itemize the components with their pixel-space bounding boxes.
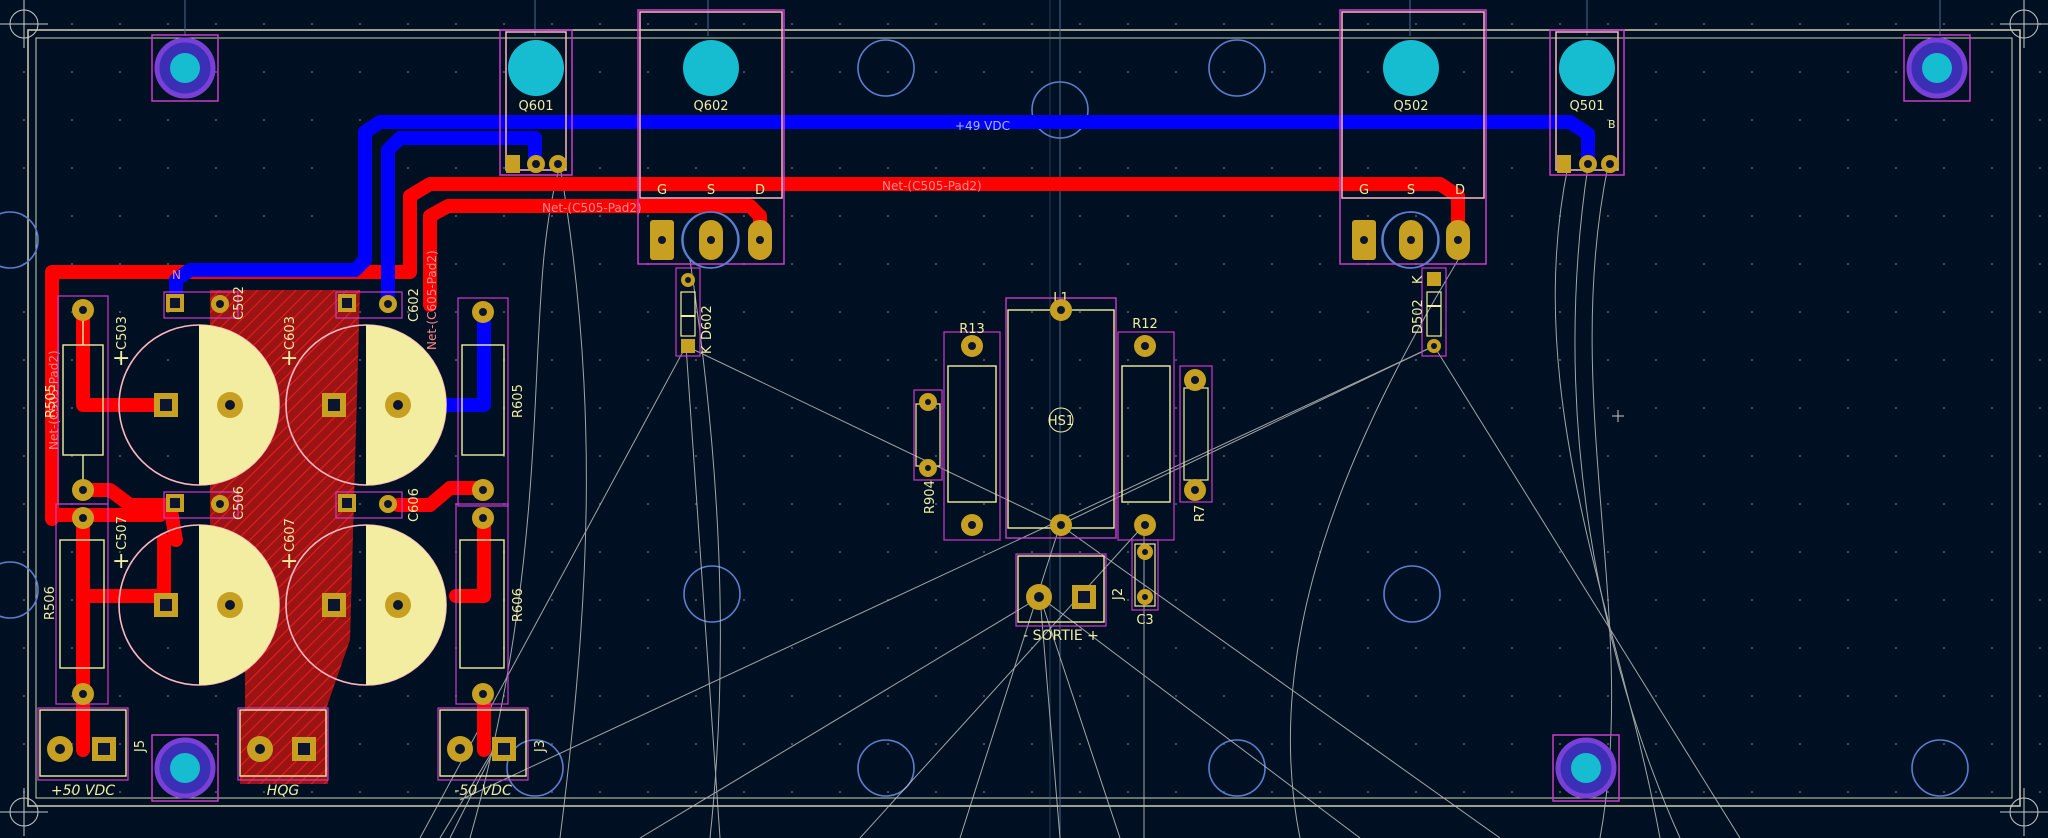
- capacitor-c602[interactable]: + C602 C603: [280, 288, 447, 486]
- hqg-label: HQG: [267, 783, 300, 799]
- via-ring-q502: [682, 211, 1440, 269]
- q502-pin-s: S: [1407, 183, 1415, 198]
- c3-ref: C3: [1136, 613, 1153, 628]
- j2-label: - SORTIE +: [1023, 628, 1099, 644]
- svg-text:+: +: [280, 346, 298, 371]
- c503-ref: C503: [115, 316, 130, 350]
- mounting-holes: [151, 34, 1971, 802]
- transistor-q602[interactable]: Q602 G S D: [637, 9, 785, 265]
- r12-ref: R12: [1132, 317, 1158, 332]
- q602-pin-s: S: [707, 183, 715, 198]
- c607-ref: C607: [283, 518, 298, 552]
- svg-text:+: +: [112, 346, 130, 371]
- hs1-ref: HS1: [1048, 414, 1074, 429]
- net-label-49vdc: +49 VDC: [955, 119, 1010, 133]
- resistor-r13[interactable]: R13: [943, 322, 1001, 541]
- d502-ref: D502: [1411, 299, 1426, 334]
- r904-ref: R904: [923, 480, 938, 514]
- resistor-r605[interactable]: R605: [457, 297, 526, 507]
- guide-lines: [184, 0, 1941, 838]
- q502-ref: Q502: [1393, 99, 1428, 114]
- connector-j3[interactable]: J3 -50 VDC: [437, 707, 548, 799]
- q602-pin-g: G: [657, 183, 667, 198]
- mounting-hole-bottom-right: [1552, 734, 1620, 802]
- capacitor-c606[interactable]: + C606 C607: [280, 488, 447, 686]
- r506-ref: R506: [43, 586, 58, 620]
- mounting-hole-top-right: [1903, 34, 1971, 102]
- q501-ref: Q501: [1569, 99, 1604, 114]
- resistor-r904[interactable]: R904: [913, 389, 943, 514]
- j5-label: +50 VDC: [51, 783, 115, 799]
- q601-ref: Q601: [518, 99, 553, 114]
- c506-ref: C506: [232, 486, 247, 520]
- r13-ref: R13: [959, 322, 985, 337]
- c603-ref: C603: [283, 316, 298, 350]
- q501-pin-b: B: [1608, 118, 1616, 131]
- c602-ref: C602: [407, 288, 422, 322]
- net-label-tiny: N: [172, 268, 181, 282]
- net-label-c505-top: Net-(C505-Pad2): [882, 179, 982, 193]
- connector-j5[interactable]: J5 +50 VDC: [37, 707, 148, 799]
- heatsink-hs1[interactable]: HS1 L1: [1005, 291, 1117, 539]
- net-label-c605-top: Net-(C505-Pad2): [542, 201, 642, 215]
- mounting-hole-bottom-left: [151, 734, 219, 802]
- d602-pin-k: K: [700, 345, 715, 354]
- c507-ref: C507: [115, 516, 130, 550]
- d502-pin-k: K: [1411, 275, 1426, 284]
- r505-ref: R505: [44, 384, 59, 418]
- transistor-q501[interactable]: Q501 B: [1549, 29, 1625, 176]
- resistor-r7[interactable]: R7: [1179, 365, 1213, 522]
- diode-d502[interactable]: D502 K: [1411, 267, 1447, 357]
- r605-ref: R605: [511, 384, 526, 418]
- svg-text:+: +: [112, 549, 130, 574]
- capacitor-c3[interactable]: C3: [1131, 539, 1159, 628]
- j3-ref: J3: [533, 740, 548, 753]
- r606-ref: R606: [511, 588, 526, 622]
- d602-ref: D602: [700, 305, 715, 340]
- net-label-c605-vert: Net-(C605-Pad2): [425, 250, 439, 350]
- q602-pin-d: D: [755, 183, 765, 198]
- c606-ref: C606: [407, 488, 422, 522]
- j5-ref: J5: [133, 740, 148, 753]
- capacitor-c503-label: C503: [115, 316, 130, 350]
- j3-label: -50 VDC: [454, 783, 512, 799]
- capacitor-c502[interactable]: + C502: [112, 286, 280, 486]
- capacitor-c506[interactable]: + C506 C507: [112, 486, 280, 686]
- resistor-r506[interactable]: R506: [43, 503, 109, 705]
- mounting-hole-top-left: [151, 34, 219, 102]
- transistor-q601[interactable]: Q601: [499, 29, 573, 176]
- q602-ref: Q602: [693, 99, 728, 114]
- transistor-q502[interactable]: Q502 G S D: [1339, 9, 1487, 265]
- diode-d602[interactable]: D602 K: [675, 267, 715, 357]
- resistor-r606[interactable]: R606: [455, 503, 526, 705]
- svg-text:+: +: [280, 549, 298, 574]
- c502-ref: C502: [232, 286, 247, 320]
- connector-hqg[interactable]: HQG: [237, 707, 329, 799]
- q502-pin-g: G: [1359, 183, 1369, 198]
- j2-ref: J2: [1111, 588, 1126, 601]
- q502-pin-d: D: [1455, 183, 1465, 198]
- connector-j2[interactable]: J2 - SORTIE +: [1015, 553, 1126, 644]
- r7-ref: R7: [1193, 505, 1208, 522]
- board-edge: [27, 29, 2021, 807]
